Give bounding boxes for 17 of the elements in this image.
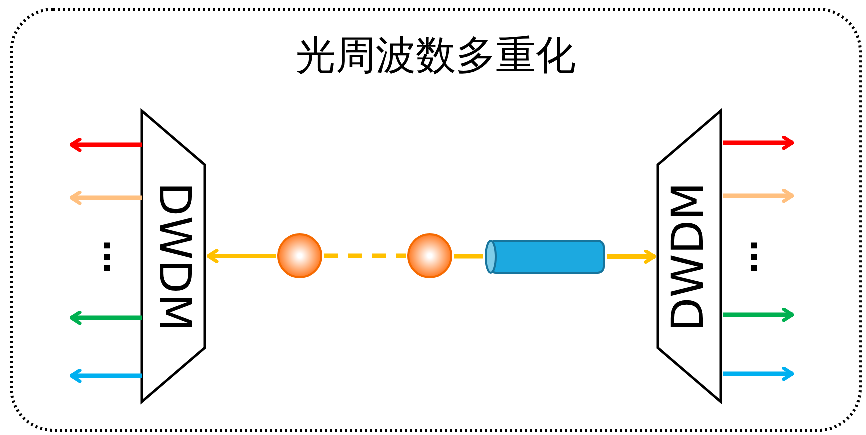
title: 光周波数多重化 [295,36,577,76]
ellipsis: … [745,240,779,274]
arrow [70,310,142,326]
device-label: DWDM [152,182,196,332]
ellipsis: … [98,240,132,274]
connector-line [324,254,406,258]
arrow [607,250,656,264]
device-label: DWDM [667,182,711,332]
arrow [70,138,142,152]
arrow [70,190,142,206]
arrow [723,366,794,382]
arrow [723,308,794,322]
arrow [723,136,794,150]
connector-line [454,254,483,259]
arrow [723,188,794,204]
arrow [70,368,142,384]
arrow [206,249,276,264]
